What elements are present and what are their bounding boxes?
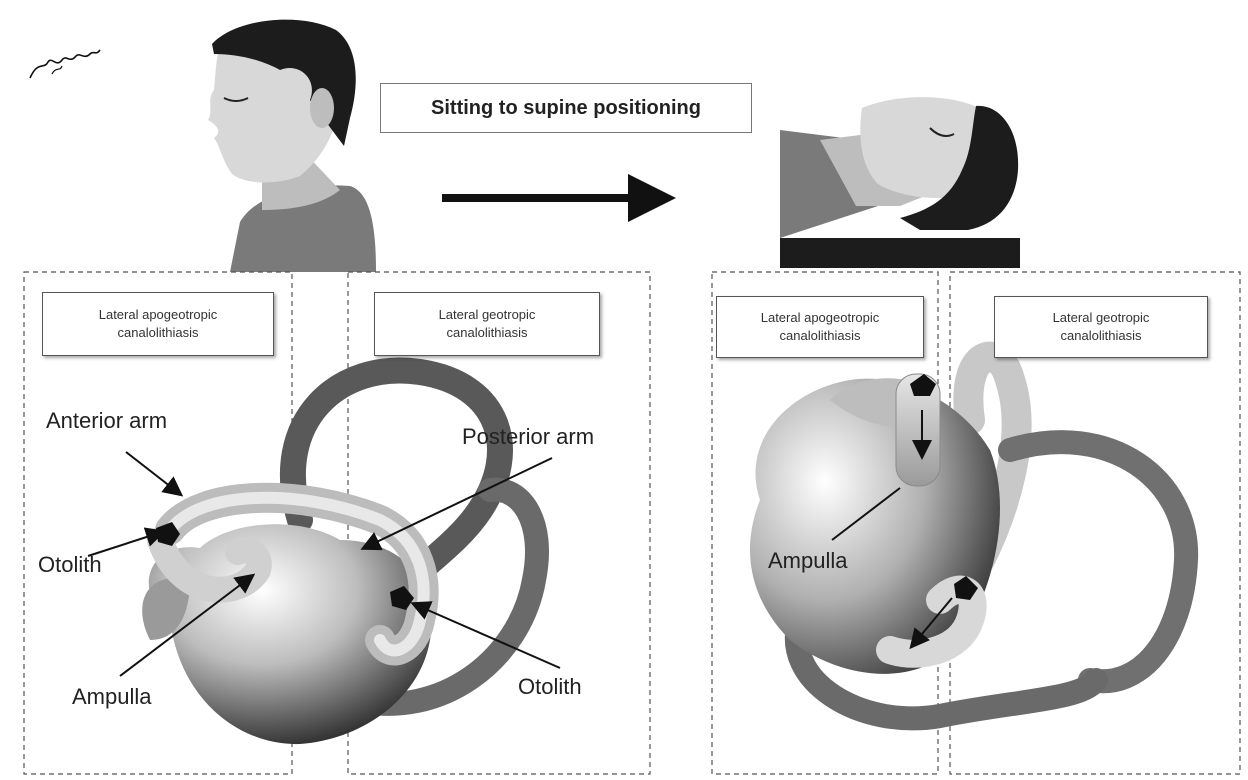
- label-sitting-apogeotropic: Lateral apogeotropic canalolithiasis: [42, 292, 274, 356]
- label-line2: canalolithiasis: [995, 327, 1207, 345]
- signature-mark: [30, 50, 100, 78]
- label-line1: Lateral apogeotropic: [43, 306, 273, 324]
- label-line1: Lateral apogeotropic: [717, 309, 923, 327]
- label-line2: canalolithiasis: [43, 324, 273, 342]
- sitting-man-figure: [208, 20, 376, 272]
- label-sitting-geotropic: Lateral geotropic canalolithiasis: [374, 292, 600, 356]
- page-title: Sitting to supine positioning: [380, 83, 752, 133]
- label-supine-geotropic: Lateral geotropic canalolithiasis: [994, 296, 1208, 358]
- label-line2: canalolithiasis: [717, 327, 923, 345]
- label-supine-apogeotropic: Lateral apogeotropic canalolithiasis: [716, 296, 924, 358]
- anterior-arm-label: Anterior arm: [46, 408, 167, 434]
- inner-ear-supine: [750, 357, 1186, 719]
- supine-man-figure: [780, 97, 1020, 268]
- otolith-label: Otolith: [38, 552, 102, 578]
- otolith-label: Otolith: [518, 674, 582, 700]
- label-line1: Lateral geotropic: [995, 309, 1207, 327]
- label-line2: canalolithiasis: [375, 324, 599, 342]
- ampulla-label: Ampulla: [768, 548, 847, 574]
- label-line1: Lateral geotropic: [375, 306, 599, 324]
- posterior-arm-label: Posterior arm: [462, 424, 594, 450]
- ampulla-label: Ampulla: [72, 684, 151, 710]
